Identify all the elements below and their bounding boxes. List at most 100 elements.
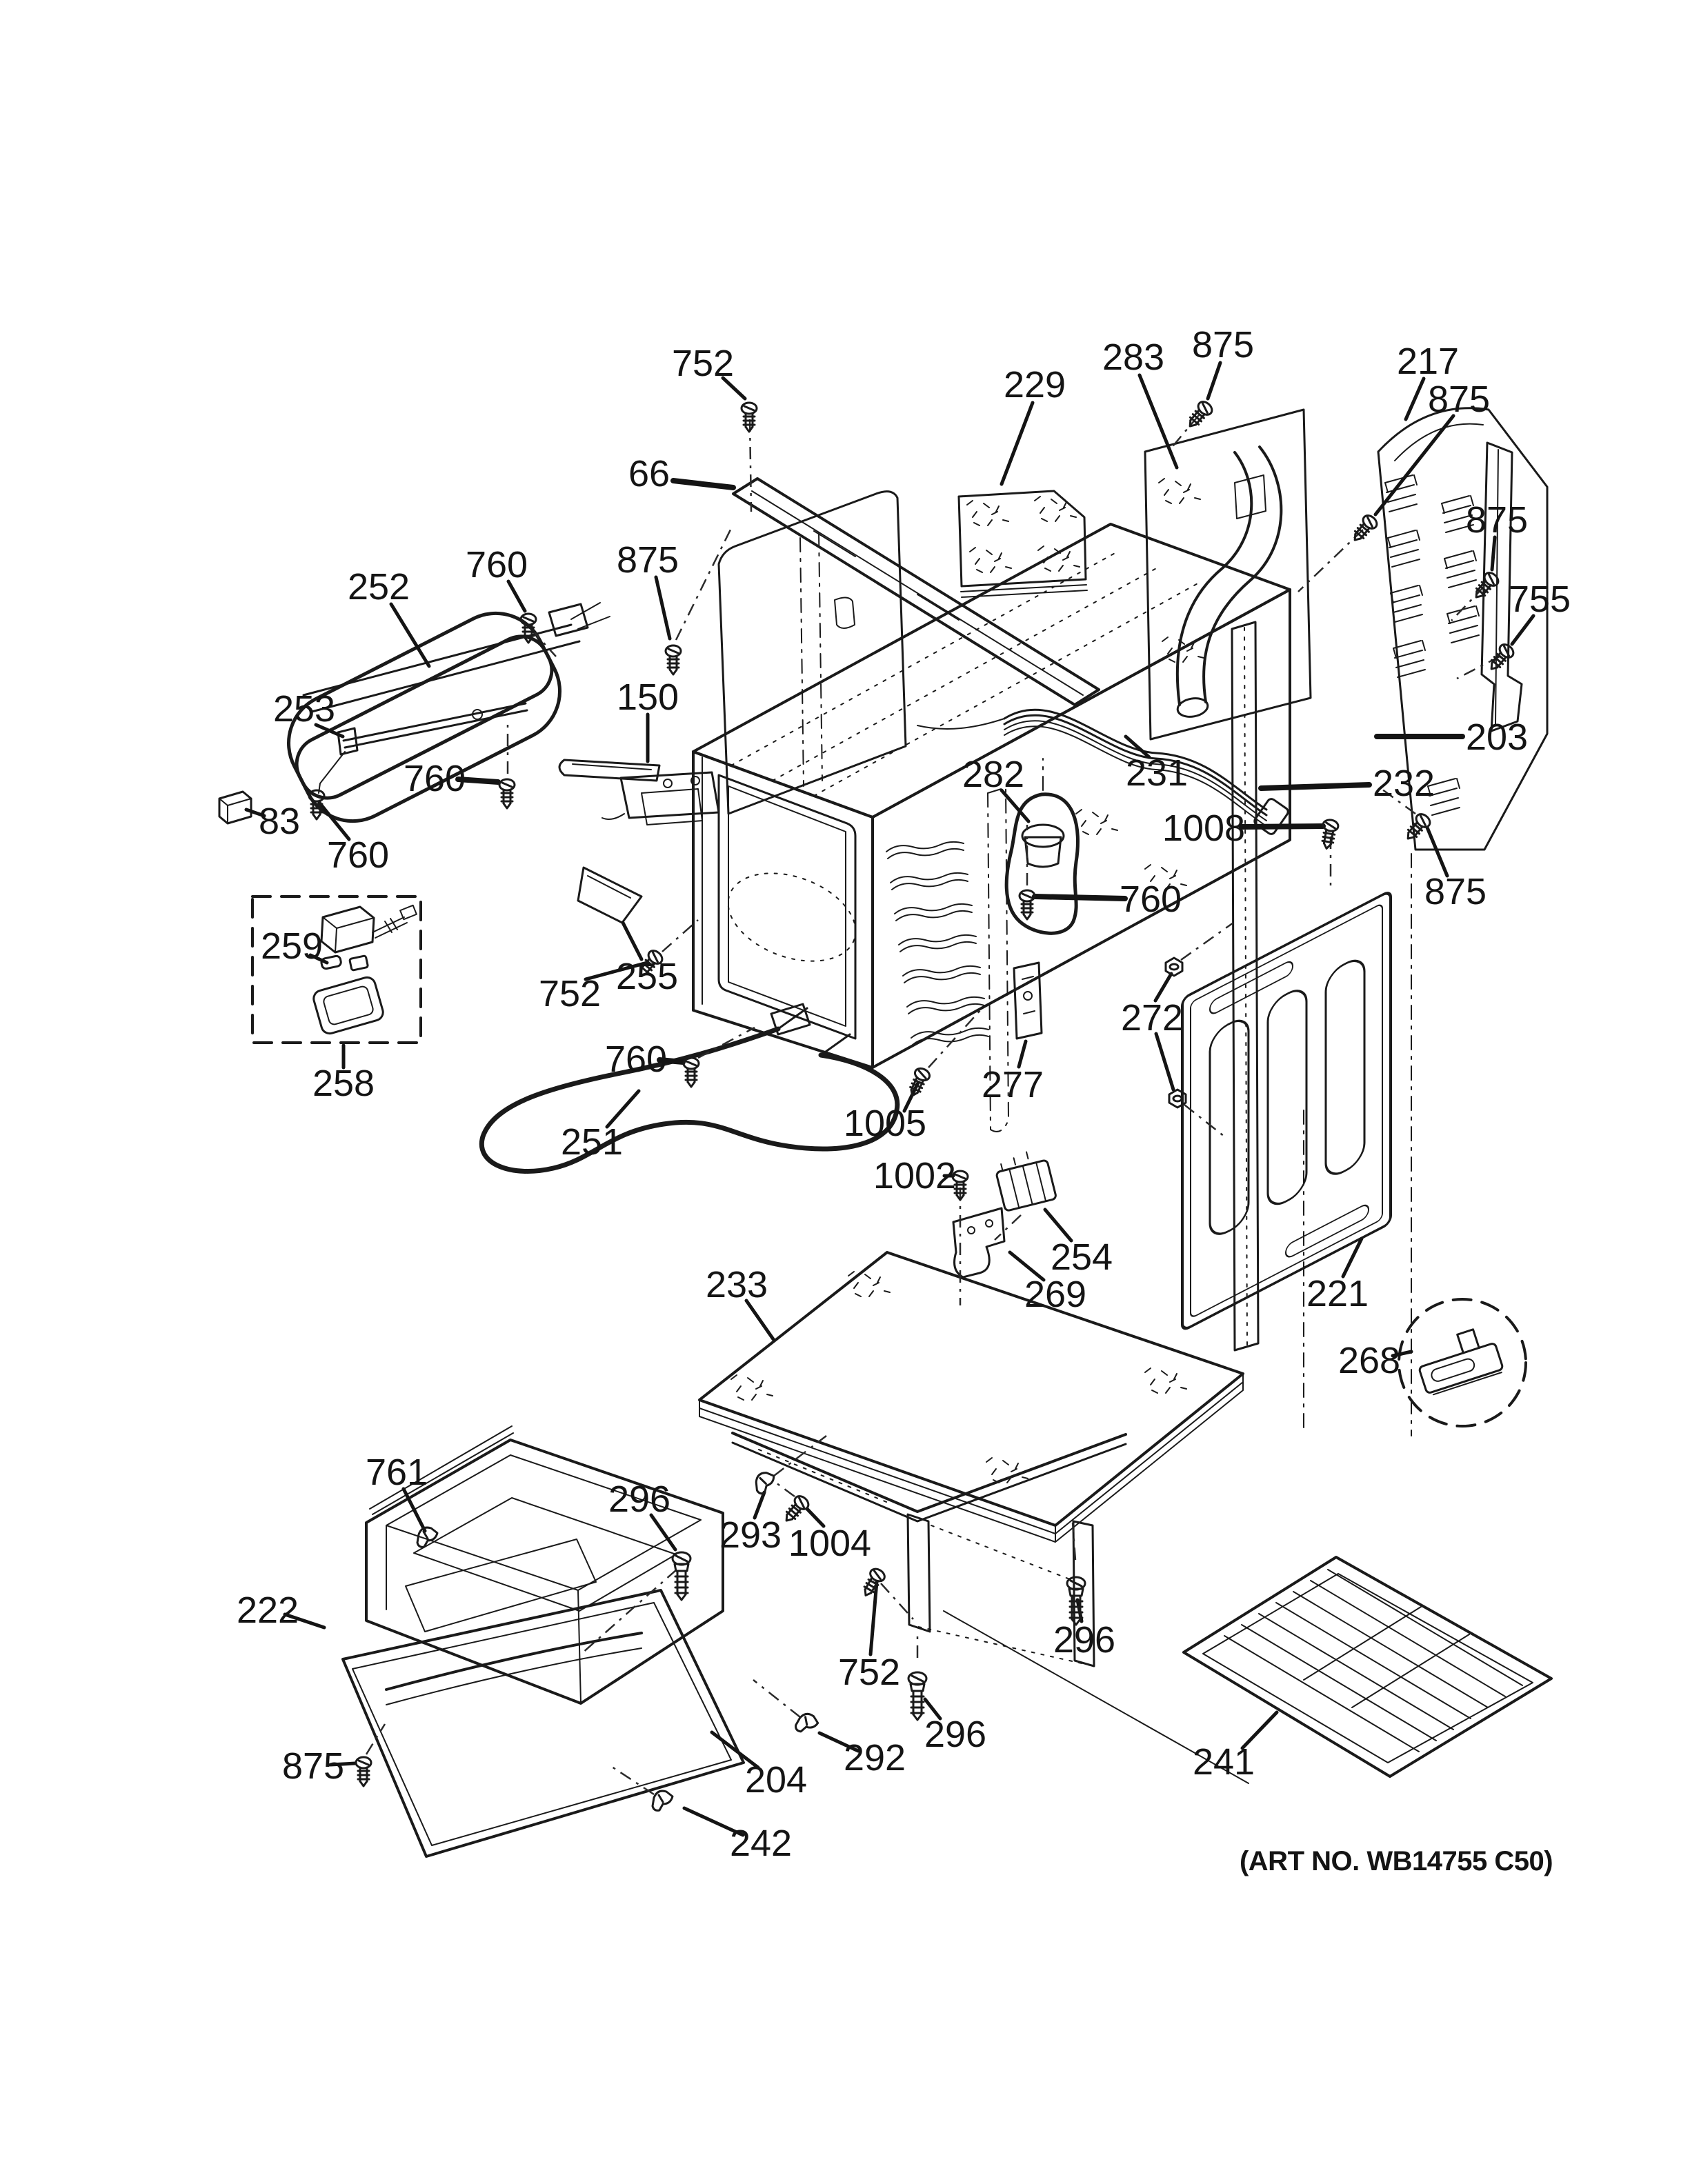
part-label-232-20: 232	[1373, 763, 1435, 804]
screw-875-icon	[664, 644, 682, 676]
top-trim-bar	[732, 477, 1100, 706]
leader-line-277	[1017, 1039, 1028, 1069]
phantom-line-752	[748, 419, 753, 512]
part-label-1005-30: 1005	[844, 1103, 926, 1144]
phantom-line-296	[1071, 1522, 1077, 1561]
leader-line-217	[1404, 377, 1426, 421]
part-label-760-23: 760	[1120, 879, 1182, 920]
leader-line-272	[1153, 972, 1173, 1003]
leader-line-760	[657, 1057, 686, 1065]
screw-1005-icon	[904, 1065, 933, 1100]
part-label-752-0: 752	[672, 343, 734, 384]
leader-line-752	[721, 376, 747, 401]
leader-line-760	[455, 777, 501, 785]
part-label-255-25: 255	[616, 956, 678, 997]
leader-line-292	[817, 1731, 860, 1753]
leader-line-1004	[805, 1507, 826, 1528]
leader-line-233	[744, 1299, 775, 1341]
leader-line-272	[1154, 1032, 1175, 1092]
phantom-line-875	[1451, 585, 1485, 621]
leader-line-229	[1000, 401, 1035, 486]
leader-line-296	[649, 1513, 677, 1552]
part-label-283-2: 283	[1102, 337, 1164, 378]
leader-line-760	[317, 801, 351, 841]
leader-line-296	[923, 1697, 942, 1721]
screw-875-icon	[1183, 398, 1216, 432]
part-label-83-15: 83	[259, 801, 300, 842]
leader-line-752	[868, 1580, 879, 1656]
leader-line-253	[314, 723, 345, 739]
part-label-258-27: 258	[312, 1063, 375, 1104]
phantom-line-292	[753, 1679, 801, 1718]
art-number-note: (ART NO. WB14755 C50)	[1240, 1846, 1553, 1876]
part-label-760-16: 760	[327, 834, 389, 876]
leader-line-755	[1510, 614, 1535, 646]
leader-line-875	[1490, 535, 1497, 572]
part-label-253-13: 253	[273, 688, 335, 730]
phantom-line-242	[609, 1764, 655, 1796]
switch-part	[218, 790, 252, 825]
leader-line-760	[506, 579, 527, 613]
part-label-204-49: 204	[745, 1759, 807, 1801]
part-label-66-8: 66	[628, 453, 670, 494]
phantom-strip	[987, 787, 1009, 1132]
leader-line-255	[621, 921, 644, 961]
leader-line-204	[710, 1730, 760, 1770]
side-brace	[1231, 621, 1260, 1352]
screw-755-icon	[1484, 641, 1518, 675]
part-label-296-45: 296	[1053, 1619, 1115, 1661]
leader-line-268	[1391, 1350, 1413, 1358]
phantom-line-254	[994, 1214, 1022, 1241]
screw-760-icon	[1018, 889, 1036, 921]
part-label-875-3: 875	[1192, 324, 1254, 365]
screw-875-icon	[1348, 512, 1381, 546]
part-label-254-34: 254	[1051, 1236, 1113, 1278]
screw-760-icon	[682, 1056, 700, 1088]
base-insulation-sheet	[698, 1251, 1244, 1543]
screw-875-icon	[1401, 810, 1434, 845]
phantom-line-293	[773, 1435, 827, 1476]
oven-rack	[1182, 1556, 1553, 1778]
leader-line-875	[1206, 361, 1222, 401]
part-label-252-11: 252	[348, 566, 410, 608]
leader-line-221	[1341, 1236, 1364, 1279]
phantom-line-760	[697, 1026, 755, 1059]
leader-line-269	[1008, 1250, 1046, 1282]
part-label-296-40: 296	[608, 1479, 670, 1520]
oven-light-assembly	[1004, 758, 1080, 935]
door-latch	[558, 759, 720, 825]
element-bracket	[952, 1207, 1006, 1279]
screwLong-296-icon	[1066, 1576, 1086, 1626]
part-label-242-50: 242	[730, 1823, 792, 1864]
support-frame	[731, 1432, 1249, 1784]
rear-insulation-sheet	[957, 490, 1088, 598]
leader-line-875	[1425, 825, 1449, 878]
leader-line-293	[753, 1490, 766, 1520]
leader-line-241	[1240, 1710, 1279, 1750]
part-label-231-18: 231	[1126, 752, 1188, 794]
leader-line-1005	[902, 1081, 920, 1113]
screw-752-icon	[857, 1565, 888, 1601]
part-label-875-22: 875	[1424, 871, 1487, 912]
part-label-203-21: 203	[1466, 717, 1528, 758]
part-label-277-29: 277	[982, 1064, 1044, 1105]
leader-line-761	[401, 1487, 427, 1533]
clip-242-icon	[651, 1790, 674, 1812]
leader-line-283	[1137, 373, 1179, 470]
leader-line-232	[1258, 782, 1372, 791]
part-label-292-48: 292	[844, 1737, 906, 1779]
screw-1008-icon	[1318, 817, 1340, 851]
screw-1004-icon	[779, 1492, 813, 1527]
part-label-293-41: 293	[719, 1514, 782, 1556]
phantom-line-1004	[773, 1480, 795, 1498]
part-label-761-39: 761	[366, 1452, 428, 1493]
back-panel-edge	[1480, 441, 1523, 732]
part-label-875-6: 875	[1466, 499, 1528, 541]
part-label-272-28: 272	[1121, 997, 1183, 1039]
phantom-line-1005	[928, 1009, 982, 1068]
part-label-760-31: 760	[605, 1039, 667, 1080]
leader-line-222	[283, 1612, 326, 1630]
phantom-line-272	[1184, 1104, 1225, 1137]
part-label-268-38: 268	[1338, 1340, 1400, 1381]
